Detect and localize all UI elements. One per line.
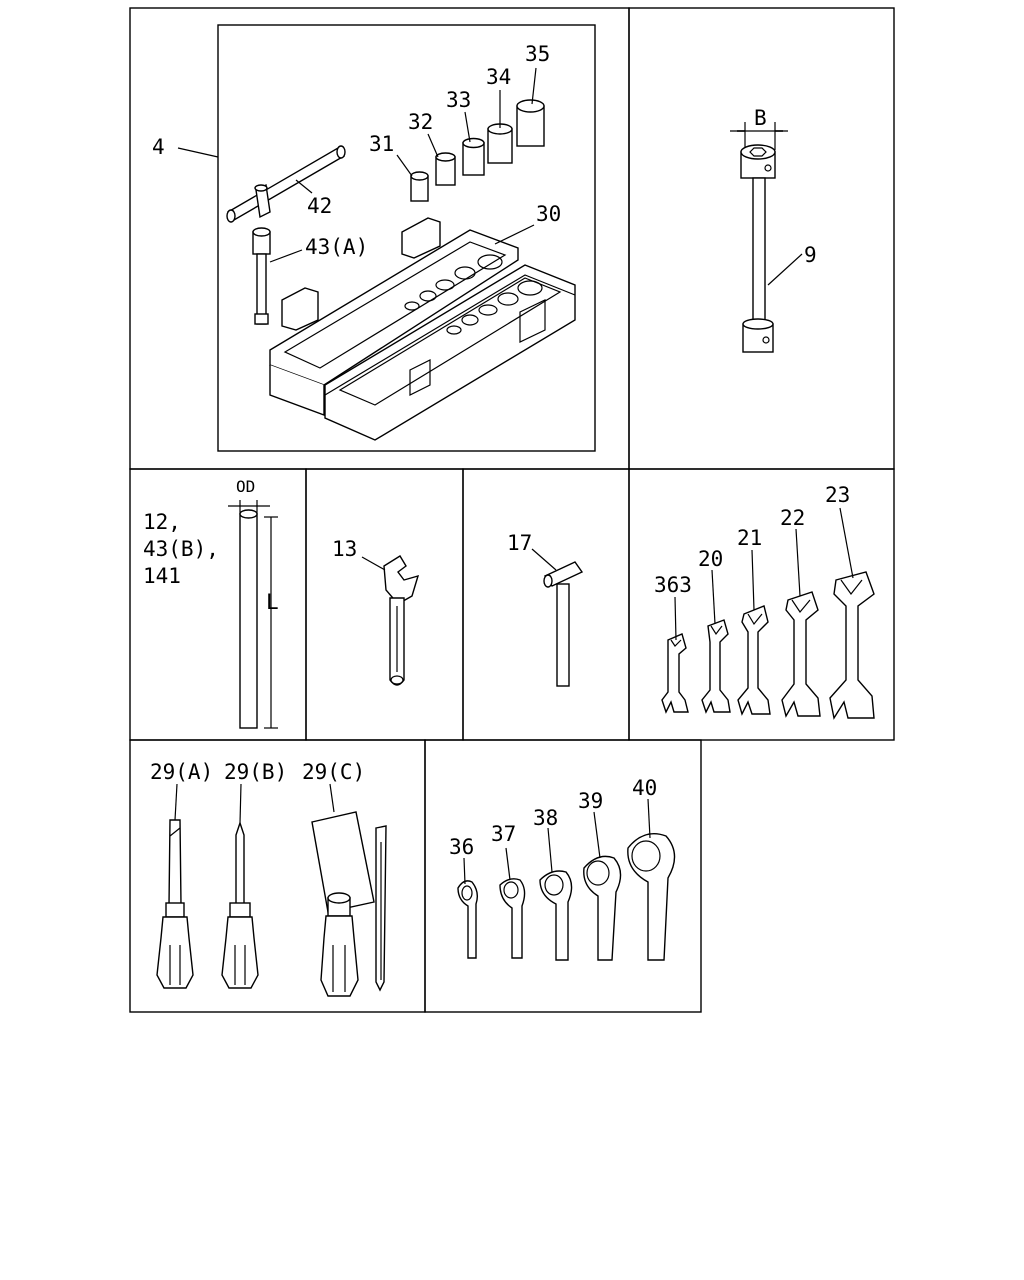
label-21: 21 bbox=[737, 526, 762, 550]
leader-lines-kit bbox=[177, 67, 537, 263]
label-29b: 29(B) bbox=[224, 760, 287, 784]
screwdriver-29b bbox=[221, 820, 259, 989]
wrench-21 bbox=[737, 605, 771, 716]
tool-case-30 bbox=[269, 217, 576, 441]
hammer-17 bbox=[543, 561, 584, 687]
label-37: 37 bbox=[491, 822, 516, 846]
label-40: 40 bbox=[632, 776, 657, 800]
label-30: 30 bbox=[536, 202, 561, 226]
label-29a: 29(A) bbox=[150, 760, 213, 784]
screwdriver-panel: 29(A) 29(B) 29(C) bbox=[150, 760, 387, 997]
label-13: 13 bbox=[332, 537, 357, 561]
dimension-l-label: L bbox=[266, 590, 279, 614]
label-43a: 43(A) bbox=[305, 235, 368, 259]
label-31: 31 bbox=[369, 132, 394, 156]
label-9: 9 bbox=[804, 243, 817, 267]
label-29c: 29(C) bbox=[302, 760, 365, 784]
label-38: 38 bbox=[533, 806, 558, 830]
box-wrench-9 bbox=[740, 144, 776, 353]
adjustable-wrench-13 bbox=[383, 555, 420, 686]
label-22: 22 bbox=[780, 506, 805, 530]
wrench-23 bbox=[829, 571, 875, 720]
label-42: 42 bbox=[307, 194, 332, 218]
label-20: 20 bbox=[698, 547, 723, 571]
tool-kit-inner-frame bbox=[217, 24, 596, 452]
ratchet-wrench-38 bbox=[539, 870, 573, 961]
ratchet-wrench-37 bbox=[499, 878, 526, 959]
wrench-363 bbox=[661, 633, 689, 714]
extension-bar-43a bbox=[252, 227, 271, 325]
dimension-od-label: OD bbox=[236, 477, 255, 496]
bar-panel: OD L 12, 43(B), 141 bbox=[143, 477, 279, 729]
label-17: 17 bbox=[507, 531, 532, 555]
socket-set bbox=[410, 99, 545, 202]
label-23: 23 bbox=[825, 483, 850, 507]
t-handle-42 bbox=[226, 145, 346, 223]
label-33: 33 bbox=[446, 88, 471, 112]
label-36: 36 bbox=[449, 835, 474, 859]
label-363: 363 bbox=[654, 573, 692, 597]
label-34: 34 bbox=[486, 65, 511, 89]
label-43b: 43(B), bbox=[143, 537, 219, 561]
tool-kit-panel: 4 42 43(A) 30 31 32 33 34 35 bbox=[152, 42, 576, 441]
box-wrench-panel: B 9 bbox=[730, 106, 817, 353]
wrench-22 bbox=[781, 591, 821, 718]
ratchet-wrench-panel: 36 37 38 39 40 bbox=[449, 776, 676, 961]
ratchet-wrench-36 bbox=[457, 880, 479, 959]
screwdriver-29a bbox=[156, 819, 194, 989]
panel-frames bbox=[129, 7, 895, 1013]
label-4: 4 bbox=[152, 135, 165, 159]
adjustable-wrench-panel: 13 bbox=[332, 537, 420, 686]
bar-rod bbox=[239, 509, 258, 729]
ratchet-wrench-40 bbox=[627, 833, 676, 961]
ratchet-wrench-39 bbox=[583, 855, 622, 961]
hammer-panel: 17 bbox=[507, 531, 584, 687]
open-end-wrench-panel: 363 20 21 22 23 bbox=[654, 483, 875, 720]
label-39: 39 bbox=[578, 789, 603, 813]
wrench-20 bbox=[701, 619, 731, 714]
screwdriver-29c bbox=[311, 811, 387, 997]
label-32: 32 bbox=[408, 110, 433, 134]
dimension-b-label: B bbox=[754, 106, 767, 130]
label-35: 35 bbox=[525, 42, 550, 66]
label-12: 12, bbox=[143, 510, 181, 534]
label-141: 141 bbox=[143, 564, 181, 588]
